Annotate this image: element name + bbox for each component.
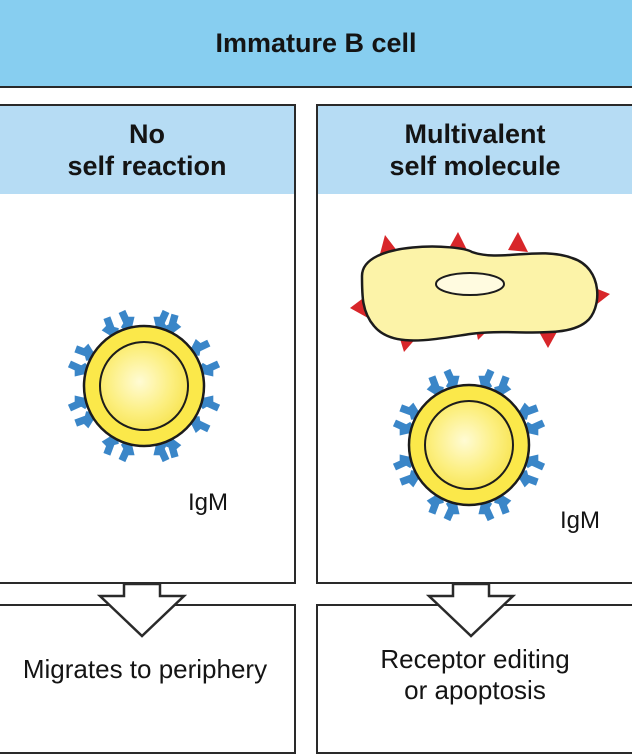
title-banner: Immature B cell: [0, 0, 632, 88]
left-outcome-text: Migrates to periphery: [22, 653, 268, 684]
right-down-arrow: [425, 582, 517, 638]
antigen-triangle: [508, 232, 528, 252]
right-header-line2: self molecule: [389, 151, 561, 181]
antigen-triangle: [538, 330, 558, 348]
right-igm-label: IgM: [560, 507, 600, 534]
right-header-line1: Multivalent: [404, 119, 546, 149]
left-igm-label: IgM: [188, 489, 228, 516]
left-outcome: Migrates to periphery: [0, 644, 290, 694]
left-header-line1: No: [129, 119, 165, 149]
left-header-line2: self reaction: [67, 151, 227, 181]
diagram-title: Immature B cell: [215, 27, 417, 58]
right-outcome: Receptor editing or apoptosis: [318, 640, 632, 710]
left-b-cell: [69, 311, 218, 460]
right-outcome-line2: or apoptosis: [404, 675, 546, 705]
right-b-cell: [394, 370, 543, 519]
self-molecule-cell: [350, 232, 610, 352]
diagram-graphics: IgM IgM: [0, 232, 610, 638]
right-outcome-line1: Receptor editing: [380, 644, 570, 674]
left-down-arrow: [96, 582, 188, 638]
cell-nucleus: [424, 400, 514, 490]
self-cell-nucleus: [435, 272, 505, 296]
right-column-header: Multivalent self molecule: [316, 104, 632, 196]
cell-nucleus: [99, 341, 189, 431]
